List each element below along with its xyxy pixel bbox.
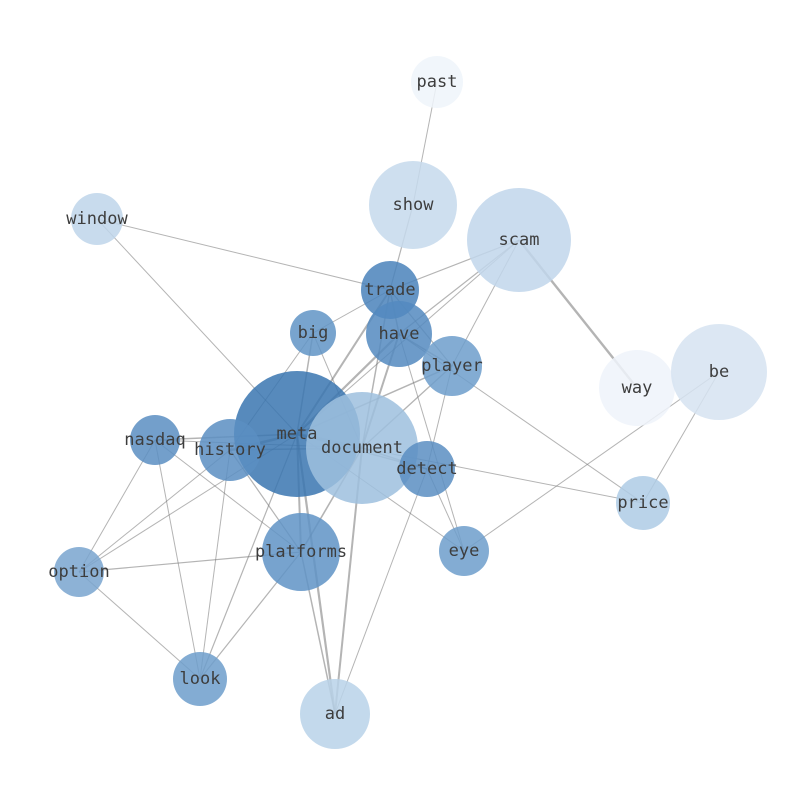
node-history [199, 419, 261, 481]
node-have [366, 301, 432, 367]
node-label-meta: meta [277, 424, 318, 444]
node-label-detect: detect [396, 459, 457, 479]
node-label-way: way [622, 378, 653, 398]
node-label-trade: trade [364, 280, 415, 300]
node-detect [399, 441, 455, 497]
node-label-have: have [379, 324, 420, 344]
node-label-big: big [298, 323, 329, 343]
node-ad [300, 679, 370, 749]
node-label-nasdaq: nasdaq [124, 430, 185, 450]
edge-nasdaq-option [78, 439, 156, 573]
node-document [306, 392, 418, 504]
node-label-history: history [194, 440, 266, 460]
node-label-option: option [48, 562, 109, 582]
node-way [599, 350, 675, 426]
edge-window-trade [96, 218, 391, 291]
node-label-look: look [180, 669, 221, 689]
edge-history-option [78, 449, 231, 573]
node-platforms [262, 513, 340, 591]
node-look [173, 652, 227, 706]
node-scam [467, 188, 571, 292]
node-label-scam: scam [499, 230, 540, 250]
node-label-be: be [709, 362, 729, 382]
node-nasdaq [130, 415, 180, 465]
node-price [616, 476, 670, 530]
node-past [411, 56, 463, 108]
node-label-platforms: platforms [255, 542, 347, 562]
edge-history-look [199, 449, 231, 680]
edge-detect-ad [334, 468, 428, 715]
node-label-past: past [417, 72, 458, 92]
node-show [369, 161, 457, 249]
node-big [290, 310, 336, 356]
node-window [71, 193, 123, 245]
node-label-ad: ad [325, 704, 345, 724]
node-label-eye: eye [449, 541, 480, 561]
node-label-window: window [66, 209, 128, 229]
node-label-show: show [393, 195, 435, 215]
node-be [671, 324, 767, 420]
node-player [422, 336, 482, 396]
edge-be-eye [463, 371, 720, 552]
node-label-price: price [617, 493, 668, 513]
node-label-player: player [421, 356, 482, 376]
node-option [54, 547, 104, 597]
edge-nasdaq-look [154, 439, 201, 680]
node-eye [439, 526, 489, 576]
node-label-document: document [321, 438, 403, 458]
